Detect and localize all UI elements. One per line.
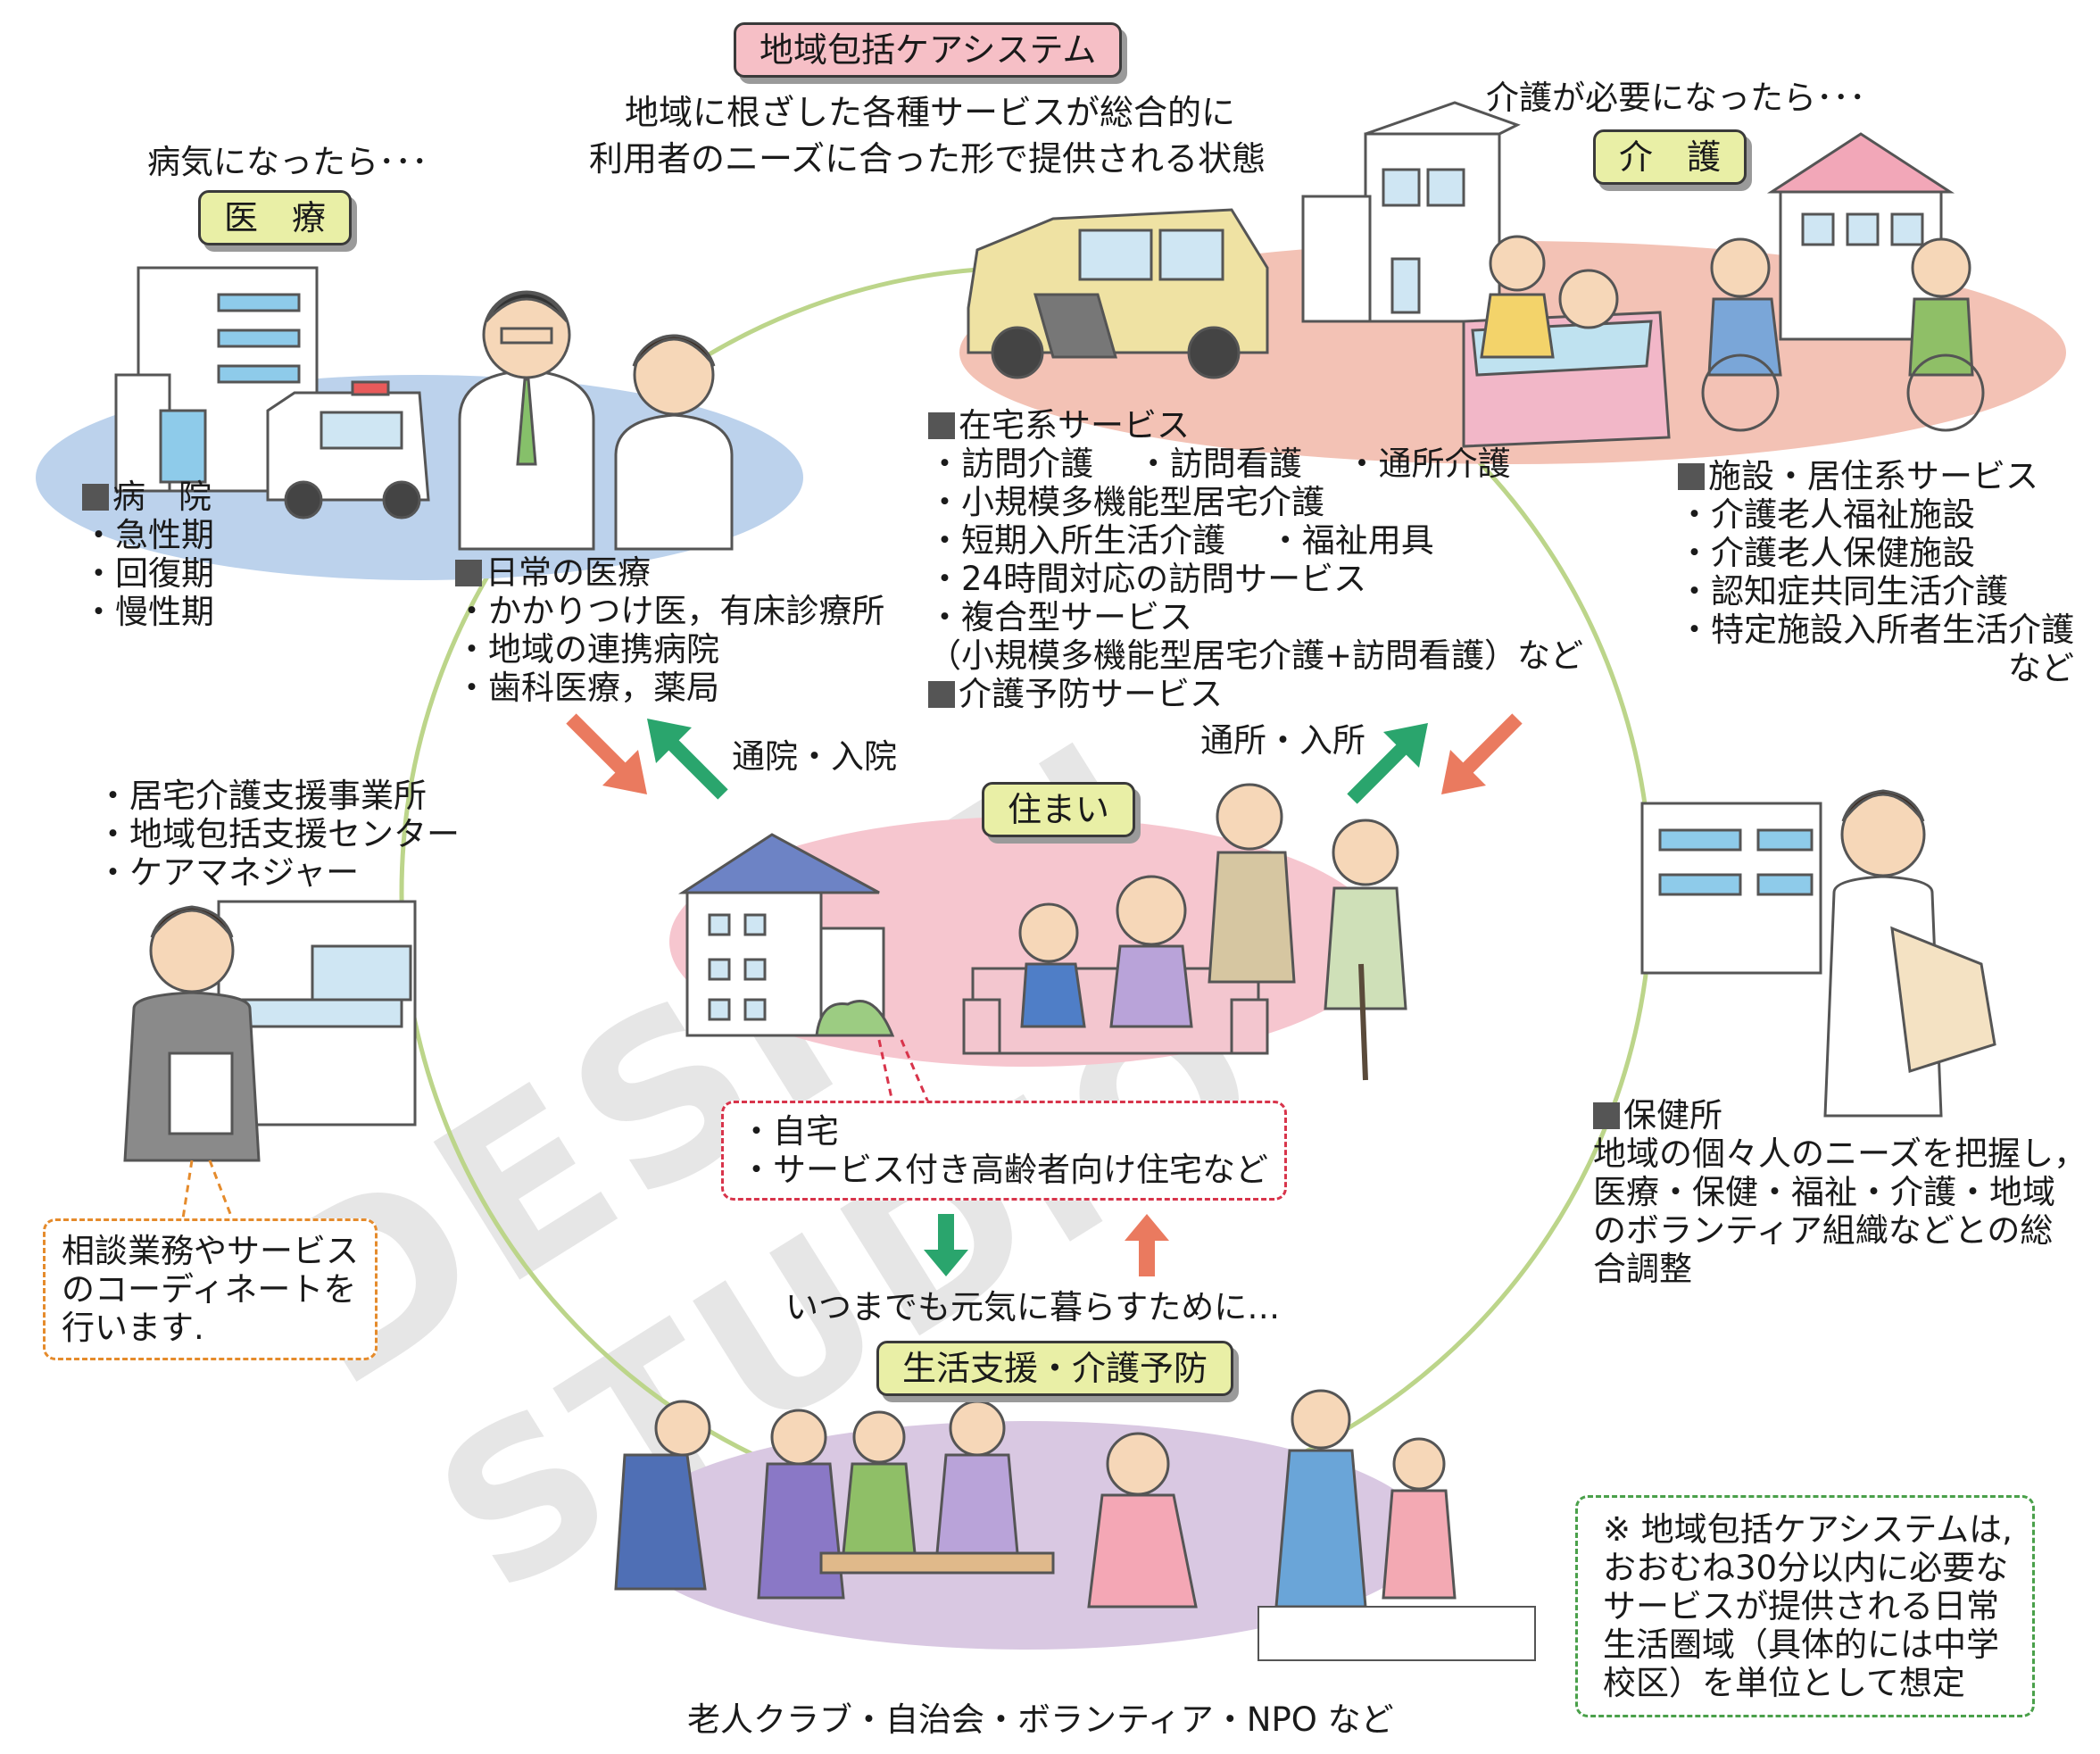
- health-center-line: のボランティア組織などとの総: [1593, 1211, 2054, 1250]
- consult-item: ・地域包括支援センター: [96, 815, 460, 853]
- square-bullet-icon: [928, 681, 955, 708]
- subtitle-line: 地域に根ざした各種サービスが総合的に: [625, 93, 1236, 132]
- housing-callout-pointer: [877, 1039, 930, 1103]
- health-center-text: 保健所 地域の個々人のニーズを把握し， 医療・保健・福祉・介護・地域 のボランテ…: [1593, 1096, 2087, 1288]
- facility-item: ・特定施設入所者生活介護: [1678, 611, 2074, 649]
- square-bullet-icon: [82, 484, 109, 511]
- health-center-line: 医療・保健・福祉・介護・地域: [1593, 1173, 2055, 1211]
- subtitle: 地域に根ざした各種サービスが総合的に 利用者のニーズに合った形で提供される状態: [589, 89, 1266, 182]
- seniors-activity-icon: [614, 1389, 1536, 1661]
- facility-heading: 施設・居住系サービス: [1708, 457, 2038, 495]
- housing-callout: ・自宅 ・サービス付き高齢者向け住宅など: [721, 1101, 1287, 1201]
- consult-callout-pointer: [181, 1160, 234, 1219]
- health-worker-icon: [1640, 789, 1996, 1118]
- facility-item: ・介護老人保健施設: [1678, 534, 1975, 572]
- house-icon: [677, 833, 895, 1037]
- footnote-box: ※ 地域包括ケアシステムは, おおむね30分以内に必要な サービスが提供される日…: [1575, 1495, 2035, 1717]
- housing-badge: 住まい: [982, 782, 1136, 837]
- wheelchair-icon: [1701, 237, 1985, 432]
- consult-item: ・ケアマネジャー: [96, 853, 360, 892]
- medical-badge: 医 療: [198, 190, 353, 245]
- family-sofa-icon: [962, 783, 1407, 1081]
- prevention-heading: 介護予防サービス: [959, 675, 1223, 713]
- home-service-item: ・短期入所生活介護 ・福祉用具: [928, 521, 1434, 560]
- footnote-line: 生活圏域（具体的には中学: [1603, 1625, 1999, 1664]
- home-service-item: ・訪問介護 ・訪問看護 ・通所介護: [928, 445, 1511, 483]
- daily-medical-item: ・地域の連携病院: [455, 630, 719, 669]
- consult-item: ・居宅介護支援事業所: [96, 777, 427, 815]
- footnote-line: ※ 地域包括ケアシステムは,: [1603, 1510, 2013, 1549]
- flow-arrows: [566, 713, 1523, 1276]
- daily-medical-item: ・かかりつけ医，有床診療所: [455, 592, 885, 630]
- facility-tail: など: [2008, 649, 2074, 687]
- square-bullet-icon: [1678, 463, 1705, 490]
- arrow-green-down: [924, 1214, 968, 1276]
- home-service-item: ・小規模多機能型居宅介護: [928, 483, 1324, 521]
- home-service-item: ・複合型サービス: [928, 598, 1192, 636]
- daily-medical-list: 日常の医療 ・かかりつけ医，有床診療所 ・地域の連携病院 ・歯科医療，薬局: [455, 553, 884, 707]
- health-center-heading: 保健所: [1623, 1096, 1722, 1135]
- arrow-green-to-care: [1347, 723, 1428, 804]
- life-bottom-label: 老人クラブ・自治会・ボランティア・NPO など: [687, 1700, 1394, 1739]
- facility-item: ・認知症共同生活介護: [1678, 572, 2008, 611]
- care-lead: 介護が必要になったら･･･: [1486, 79, 1866, 117]
- footnote-line: サービスが提供される日常: [1603, 1587, 1999, 1625]
- health-center-line: 地域の個々人のニーズを把握し，: [1593, 1135, 2088, 1173]
- footnote-line: おおむね30分以内に必要な: [1603, 1549, 2009, 1587]
- hospital-item: ・慢性期: [82, 593, 214, 631]
- medical-lead: 病気になったら･･･: [147, 143, 428, 181]
- housing-item: ・自宅: [740, 1112, 839, 1151]
- van-icon: [967, 208, 1269, 379]
- life-lead: いつまでも元気に暮らすために…: [785, 1288, 1281, 1326]
- daily-medical-item: ・歯科医療，薬局: [455, 669, 719, 707]
- home-services-heading: 在宅系サービス: [959, 406, 1190, 445]
- arrow-green-to-medical: [647, 719, 728, 800]
- hospital-item: ・回復期: [82, 554, 214, 593]
- consult-note-line: のコーディネートを: [62, 1270, 357, 1309]
- facility-item: ・介護老人福祉施設: [1678, 495, 1975, 534]
- life-badge: 生活支援・介護予防: [876, 1341, 1234, 1396]
- daily-medical-heading: 日常の医療: [486, 553, 651, 592]
- square-bullet-icon: [928, 412, 955, 439]
- doctor-icon: [458, 290, 595, 551]
- nurse-icon: [614, 334, 734, 551]
- square-bullet-icon: [1593, 1102, 1620, 1129]
- housing-item: ・サービス付き高齢者向け住宅など: [740, 1151, 1268, 1189]
- hospital-heading: 病 院: [112, 478, 212, 516]
- care-manager-icon: [123, 900, 417, 1162]
- arrow-red-to-home-left: [566, 713, 647, 794]
- arrow-red-up: [1125, 1214, 1169, 1276]
- subtitle-line: 利用者のニーズに合った形で提供される状態: [589, 139, 1266, 179]
- home-service-item: ・24時間対応の訪問サービス: [928, 560, 1367, 598]
- health-center-line: 合調整: [1593, 1250, 1692, 1288]
- flow-label-care: 通所・入所: [1200, 721, 1365, 760]
- consult-callout: 相談業務やサービス のコーディネートを 行います.: [43, 1218, 378, 1360]
- consult-list: ・居宅介護支援事業所 ・地域包括支援センター ・ケアマネジャー: [96, 777, 460, 892]
- consult-note-line: 行います.: [62, 1309, 204, 1347]
- hospital-item: ・急性期: [82, 516, 214, 554]
- facility-list: 施設・居住系サービス ・介護老人福祉施設 ・介護老人保健施設 ・認知症共同生活介…: [1678, 457, 2074, 687]
- consult-note-line: 相談業務やサービス: [62, 1232, 359, 1270]
- flow-label-medical: 通院・入院: [732, 737, 897, 776]
- title-badge: 地域包括ケアシステム: [734, 22, 1123, 78]
- bath-care-icon: [1462, 235, 1671, 448]
- home-service-item: （小規模多機能型居宅介護+訪問看護）など: [928, 636, 1584, 675]
- hospital-list: 病 院 ・急性期 ・回復期 ・慢性期: [82, 478, 214, 631]
- ambulance-icon: [266, 380, 430, 520]
- arrow-red-to-home-right: [1441, 713, 1523, 794]
- care-badge: 介 護: [1593, 129, 1747, 185]
- square-bullet-icon: [455, 560, 482, 586]
- home-services-list: 在宅系サービス ・訪問介護 ・訪問看護 ・通所介護 ・小規模多機能型居宅介護 ・…: [928, 406, 1583, 713]
- footnote-line: 校区）を単位として想定: [1603, 1664, 1965, 1702]
